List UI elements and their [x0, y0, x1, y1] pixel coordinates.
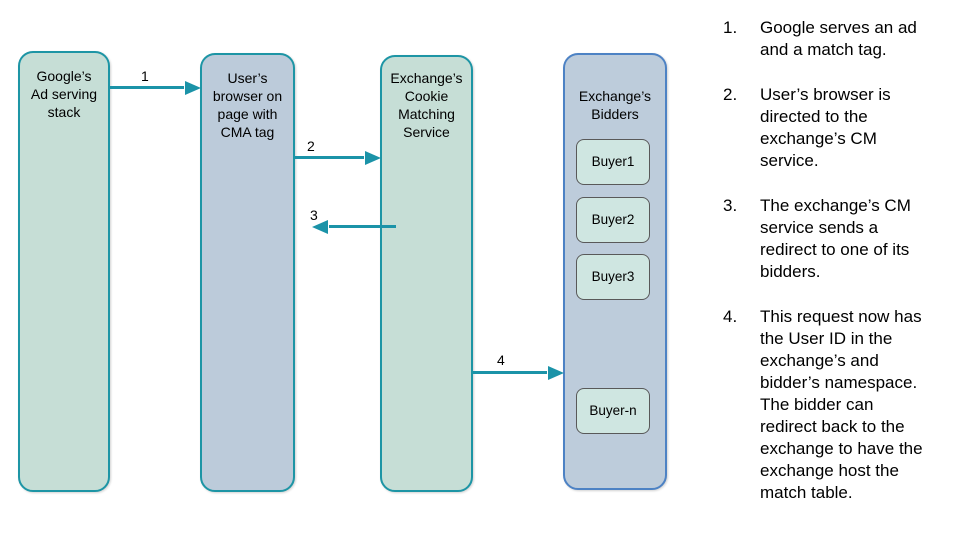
buyer-box: Buyer2 — [576, 197, 650, 243]
arrow-1 — [110, 80, 201, 95]
arrow-2 — [295, 150, 381, 165]
step-text: Google serves an ad and a match tag. — [760, 18, 917, 59]
arrow-label-3: 3 — [310, 207, 318, 223]
step-text: The exchange’s CM service sends a redire… — [760, 196, 911, 281]
step-number: 4. — [723, 307, 738, 326]
buyer-box: Buyer3 — [576, 254, 650, 300]
node-google-ad-serving-stack: Google’s Ad serving stack — [18, 51, 110, 492]
step-item: 4. This request now has the User ID in t… — [723, 306, 955, 504]
node-bidders-title: Exchange’s Bidders — [578, 88, 652, 122]
step-text: This request now has the User ID in the … — [760, 307, 923, 502]
step-item: 1. Google serves an ad and a match tag. — [723, 17, 955, 61]
step-item: 3. The exchange’s CM service sends a red… — [723, 195, 955, 283]
step-number: 2. — [723, 85, 738, 104]
arrow-3 — [312, 219, 396, 234]
buyer-box: Buyer1 — [576, 139, 650, 185]
node-exchange-bidders: Exchange’s Bidders Buyer1 Buyer2 Buyer3 … — [563, 53, 667, 490]
steps-list: 1. Google serves an ad and a match tag. … — [723, 17, 955, 527]
step-item: 2. User’s browser is directed to the exc… — [723, 84, 955, 172]
buyer-box: Buyer-n — [576, 388, 650, 434]
node-user-browser: User’s browser on page with CMA tag — [200, 53, 295, 492]
arrow-label-1: 1 — [141, 68, 149, 84]
arrow-4 — [473, 365, 564, 380]
step-number: 3. — [723, 196, 738, 215]
node-exchange-cookie-matching-service: Exchange’s Cookie Matching Service — [380, 55, 473, 492]
step-number: 1. — [723, 18, 738, 37]
arrow-label-2: 2 — [307, 138, 315, 154]
arrow-label-4: 4 — [497, 352, 505, 368]
step-text: User’s browser is directed to the exchan… — [760, 85, 891, 170]
